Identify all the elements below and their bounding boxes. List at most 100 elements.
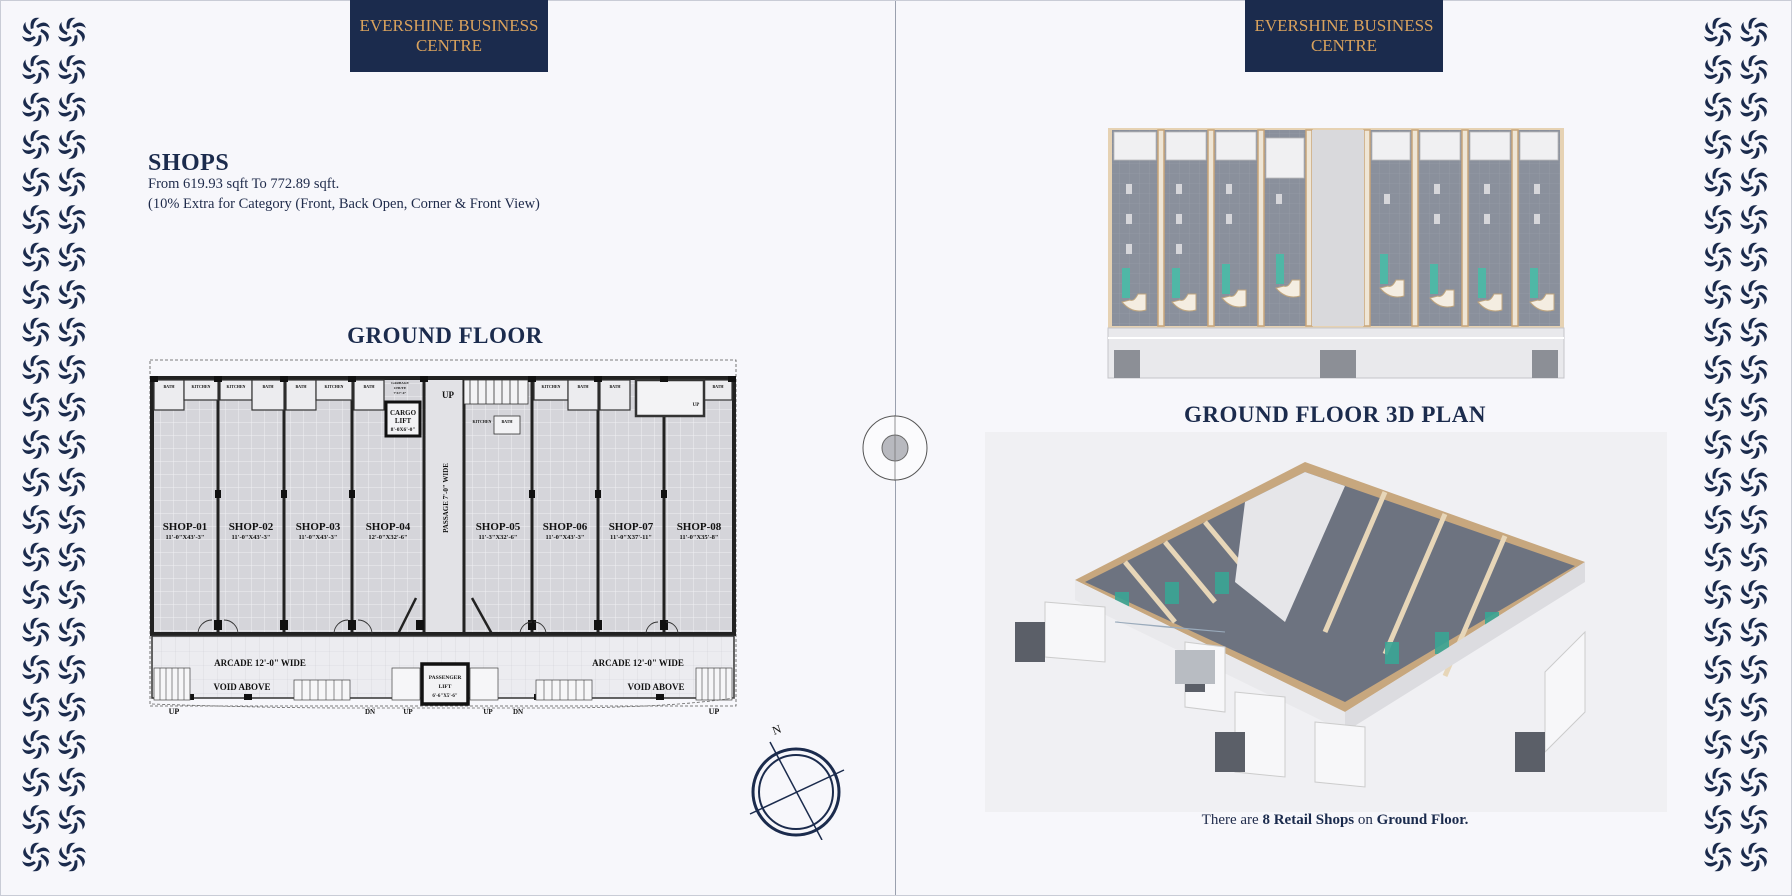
swirl-ornament-icon [58,692,86,722]
stair-up-label: UP [403,708,413,714]
swirl-ornament-icon [1704,505,1732,534]
shop-dims: 11'-0"X35'-8" [680,534,719,541]
swirl-ornament-icon [58,317,86,347]
swirl-ornament-icon [58,730,86,759]
swirl-ornament-icon [22,205,50,234]
swirl-ornament-icon [1740,55,1768,84]
swirl-ornament-icon [1704,92,1732,122]
cargo-lift [384,400,422,438]
swirl-ornament-icon [58,505,86,534]
passenger-lift [420,662,470,706]
swirl-ornament-icon [22,505,50,534]
shop-label: SHOP-02 [229,521,274,533]
swirl-ornament-icon [1740,692,1768,722]
swirl-ornament-icon [58,767,86,797]
kitchen-label: KITCHEN [192,384,211,389]
swirl-ornament-icon [58,467,86,497]
swirl-ornament-icon [1704,617,1732,647]
shop-dims: 11'-0"X37'-11" [610,534,652,541]
stair-top [463,378,706,435]
swirl-ornament-icon [1704,730,1732,759]
garbage-chute-label: CHUTE [394,386,407,390]
swirl-ornament-icon [1740,767,1768,797]
swirl-ornament-icon [22,430,50,459]
swirl-ornament-icon [58,130,86,159]
swirl-ornament-icon [58,542,86,572]
swirl-ornament-icon [22,692,50,722]
shop-dims: 11'-0"X43'-3" [232,534,271,541]
swirl-ornament-icon [58,205,86,234]
kitchen-label: KITCHEN [542,384,561,389]
shops-heading: SHOPS [148,150,230,176]
compass-north-label: N [770,722,783,738]
bath-label: BATH [262,384,274,389]
caption-prefix: There are [1201,812,1263,828]
stair-up-label: UP [442,390,454,400]
shop-label: SHOP-03 [296,521,341,533]
garbage-chute-size: 7'X7'-0" [394,391,407,395]
center-register-mark-icon [862,415,928,481]
brand-line-2: CENTRE [1310,36,1378,55]
cargo-lift-size: 8'-0X6'-0" [391,427,416,433]
caption-floor: Ground Floor. [1376,812,1469,828]
shop-label: SHOP-04 [366,521,411,533]
bath-label: BATH [295,384,307,389]
swirl-ornament-icon [1704,767,1732,797]
caption-shop-count: 8 Retail Shops [1262,812,1355,828]
swirl-ornament-icon [58,92,86,122]
swirl-ornament-icon [1704,655,1732,684]
kitchen-label: KITCHEN [227,384,246,389]
void-label-left: VOID ABOVE [213,682,270,692]
swirl-ornament-icon [22,842,50,872]
swirl-ornament-icon [1740,92,1768,122]
arcade-label-left: ARCADE 12'-0" WIDE [214,658,306,668]
swirl-ornament-icon [58,355,86,384]
swirl-ornament-icon [1740,842,1768,872]
shop-partitions [216,378,666,634]
caption-mid: on [1354,812,1377,828]
swirl-ornament-icon [1740,805,1768,834]
swirl-ornament-icon [1740,430,1768,459]
swirl-ornament-icon [1704,805,1732,834]
swirl-ornament-icon [22,55,50,84]
swirl-ornament-icon [1740,580,1768,609]
shop-dims: 11'-0"X43'-3" [166,534,205,541]
shop-label: SHOP-01 [163,521,208,533]
shop-label: SHOP-08 [677,521,722,533]
shop-label: SHOP-05 [476,521,521,533]
brand-badge-left: EVERSHINE BUSINESS CENTRE [350,0,548,72]
ground-floor-plan: SHOP-01 11'-0"X43'-3" SHOP-02 11'-0"X43'… [149,359,737,714]
retail-shops-caption: There are 8 Retail Shops on Ground Floor… [1100,812,1570,829]
shops-category-note: (10% Extra for Category (Front, Back Ope… [148,196,540,212]
swirl-ornament-icon [22,355,50,384]
passenger-lift-label: PASSENGER [429,675,463,681]
stair-up-label: UP [693,403,700,408]
swirl-ornament-icon [22,617,50,647]
kitchen-label: KITCHEN [473,419,492,424]
swirl-ornament-icon [1704,580,1732,609]
north-compass-icon: N [749,722,845,840]
swirl-ornament-icon [22,167,50,197]
swirl-ornament-icon [58,617,86,647]
swirl-ornament-icon [22,242,50,272]
passenger-lift-size: 6'-6"X5'-6" [432,694,457,699]
swirl-ornament-icon [22,392,50,422]
swirl-ornament-icon [22,130,50,159]
brand-line-2: CENTRE [415,36,483,55]
stair-dn-label: DN [513,708,523,714]
arcade-label-right: ARCADE 12'-0" WIDE [592,658,684,668]
ground-floor-3d-isometric-view [985,432,1667,812]
swirl-ornament-icon [1704,842,1732,872]
garbage-chute-label: GARBAGE [391,381,409,385]
swirl-ornament-icon [1704,430,1732,459]
swirl-ornament-icon [1704,355,1732,384]
cargo-lift-label: CARGO [390,409,417,417]
shops-size-range: From 619.93 sqft To 772.89 sqft. [148,176,340,192]
swirl-ornament-icon [1704,317,1732,347]
brand-line-1: EVERSHINE BUSINESS [1254,16,1434,35]
stair-up-label: UP [169,707,180,714]
swirl-ornament-icon [58,280,86,309]
shop-label: SHOP-06 [543,521,588,533]
bath-label: BATH [163,384,175,389]
swirl-ornament-icon [58,655,86,684]
